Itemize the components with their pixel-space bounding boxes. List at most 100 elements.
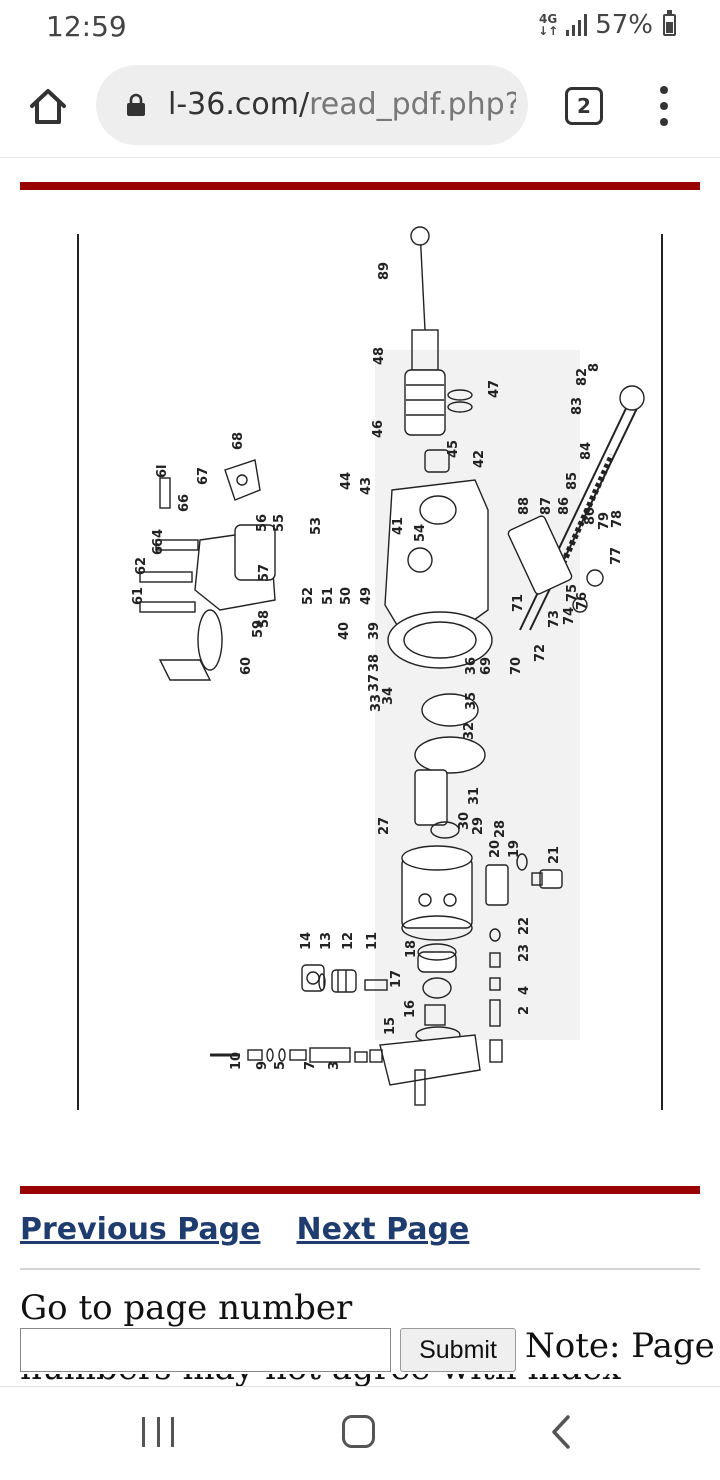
part-callout-label: 62 — [134, 557, 149, 575]
part-callout-label: 36 — [464, 657, 479, 675]
status-bar: 12:59 4G ↓↑ 57% — [0, 0, 720, 56]
url-path: read_pdf.php? — [309, 87, 516, 122]
previous-page-link[interactable]: Previous Page — [20, 1212, 261, 1247]
bottom-divider — [20, 1186, 700, 1194]
goto-page-label: Go to page number — [20, 1288, 353, 1328]
part-callout-label: 27 — [377, 817, 392, 835]
part-callout-label: 76 — [575, 592, 590, 610]
part-callout-label: 51 — [321, 587, 336, 605]
part-callout-label: 22 — [517, 917, 532, 935]
part-callout-label: 59 — [251, 620, 266, 638]
part-callout-label: 11 — [365, 932, 380, 950]
part-callout-label: 33 — [369, 694, 384, 712]
part-callout-label: 88 — [517, 497, 532, 515]
part-callout-label: 71 — [511, 594, 526, 612]
part-callout-label: 40 — [337, 622, 352, 640]
part-callout-label: 4 — [517, 986, 532, 995]
part-callout-label: 89 — [377, 262, 392, 280]
part-callout-label: 50 — [339, 587, 354, 605]
battery-icon — [663, 10, 676, 36]
part-callout-label: 74 — [562, 607, 577, 625]
status-icons: 4G ↓↑ 57% — [538, 10, 676, 40]
part-callout-label: 83 — [570, 397, 585, 415]
address-bar[interactable]: l-36.com/read_pdf.php? — [96, 65, 528, 145]
part-callout-label: 57 — [257, 564, 272, 582]
note-text: Note: Page — [525, 1326, 715, 1366]
part-callout-label: 7 — [303, 1061, 318, 1070]
part-callout-label: 56 — [255, 514, 270, 532]
part-callout-label: 69 — [479, 657, 494, 675]
part-callout-label: 6 — [151, 546, 166, 555]
part-callout-label: 6l — [155, 464, 170, 478]
part-callout-label: 42 — [472, 450, 487, 468]
more-options-icon[interactable] — [652, 86, 676, 126]
part-callout-label: 68 — [231, 432, 246, 450]
network-type-label: 4G — [539, 12, 558, 26]
url-text: l-36.com/read_pdf.php? — [168, 87, 516, 122]
part-callout-label: 79 — [597, 512, 612, 530]
part-callout-label: 35 — [464, 692, 479, 710]
part-callout-label: 47 — [487, 380, 502, 398]
url-domain: l-36.com/ — [168, 87, 310, 122]
part-callout-label: 37 — [367, 674, 382, 692]
part-callout-label: 9 — [255, 1061, 270, 1070]
battery-percentage: 57% — [595, 10, 653, 40]
part-callout-label: 5 — [273, 1061, 288, 1070]
part-callout-label: 85 — [565, 472, 580, 490]
home-button[interactable] — [24, 82, 72, 130]
network-type-icon: 4G ↓↑ — [538, 13, 558, 37]
part-callout-label: 75 — [565, 584, 580, 602]
part-callout-label: 49 — [359, 587, 374, 605]
part-callout-label: 28 — [493, 820, 508, 838]
part-callout-label: 44 — [339, 472, 354, 490]
part-callout-label: 58 — [257, 610, 272, 628]
part-callout-label: 61 — [131, 587, 146, 605]
part-callout-label: 53 — [309, 517, 324, 535]
part-callout-label: 19 — [507, 840, 522, 858]
home-nav-button[interactable] — [342, 1415, 375, 1448]
tab-switcher-button[interactable]: 2 — [565, 87, 603, 125]
part-callout-label: 87 — [539, 497, 554, 515]
part-callout-label: 15 — [383, 1017, 398, 1035]
top-divider — [20, 182, 700, 190]
part-callout-label: 31 — [467, 787, 482, 805]
part-callout-label: 29 — [471, 817, 486, 835]
part-callout-label: 16 — [403, 1000, 418, 1018]
part-callout-label: 45 — [446, 440, 461, 458]
part-callout-label: 52 — [301, 587, 316, 605]
part-callout-label: 66 — [177, 494, 192, 512]
part-callout-label: 2 — [517, 1006, 532, 1015]
status-time: 12:59 — [46, 10, 127, 43]
part-callout-label: 64 — [151, 529, 166, 547]
page-number-input[interactable] — [20, 1328, 391, 1372]
part-callout-label: 13 — [319, 932, 334, 950]
part-callout-label: 82 — [575, 368, 590, 386]
part-callout-label: 70 — [509, 657, 524, 675]
next-page-link[interactable]: Next Page — [296, 1212, 470, 1247]
part-callout-label: 32 — [462, 722, 477, 740]
part-callout-label: 23 — [517, 944, 532, 962]
page-navigation: Previous Page Next Page — [20, 1212, 469, 1247]
note-continued-clip: numbers may not agree with index — [20, 1374, 700, 1386]
submit-button[interactable]: Submit — [400, 1328, 516, 1372]
part-callout-label: 8 — [587, 363, 602, 372]
recent-apps-button[interactable] — [142, 1417, 174, 1449]
system-navigation-bar — [0, 1386, 720, 1480]
part-callout-label: 17 — [389, 970, 404, 988]
part-callout-label: 55 — [272, 514, 287, 532]
part-callout-label: 78 — [610, 510, 625, 528]
browser-toolbar: l-36.com/read_pdf.php? 2 — [0, 56, 720, 158]
signal-strength-icon — [566, 14, 588, 36]
part-callout-label: 84 — [579, 442, 594, 460]
home-icon — [30, 89, 66, 124]
part-callout-label: 10 — [229, 1052, 244, 1070]
part-callout-label: 46 — [371, 420, 386, 438]
part-callout-label: 73 — [547, 610, 562, 628]
part-callout-label: 38 — [367, 654, 382, 672]
part-callout-label: 48 — [372, 347, 387, 365]
part-callout-label: 80 — [583, 507, 598, 525]
part-callout-label: 60 — [239, 657, 254, 675]
part-callout-label: 3 — [327, 1061, 342, 1070]
back-icon[interactable] — [546, 1413, 574, 1451]
